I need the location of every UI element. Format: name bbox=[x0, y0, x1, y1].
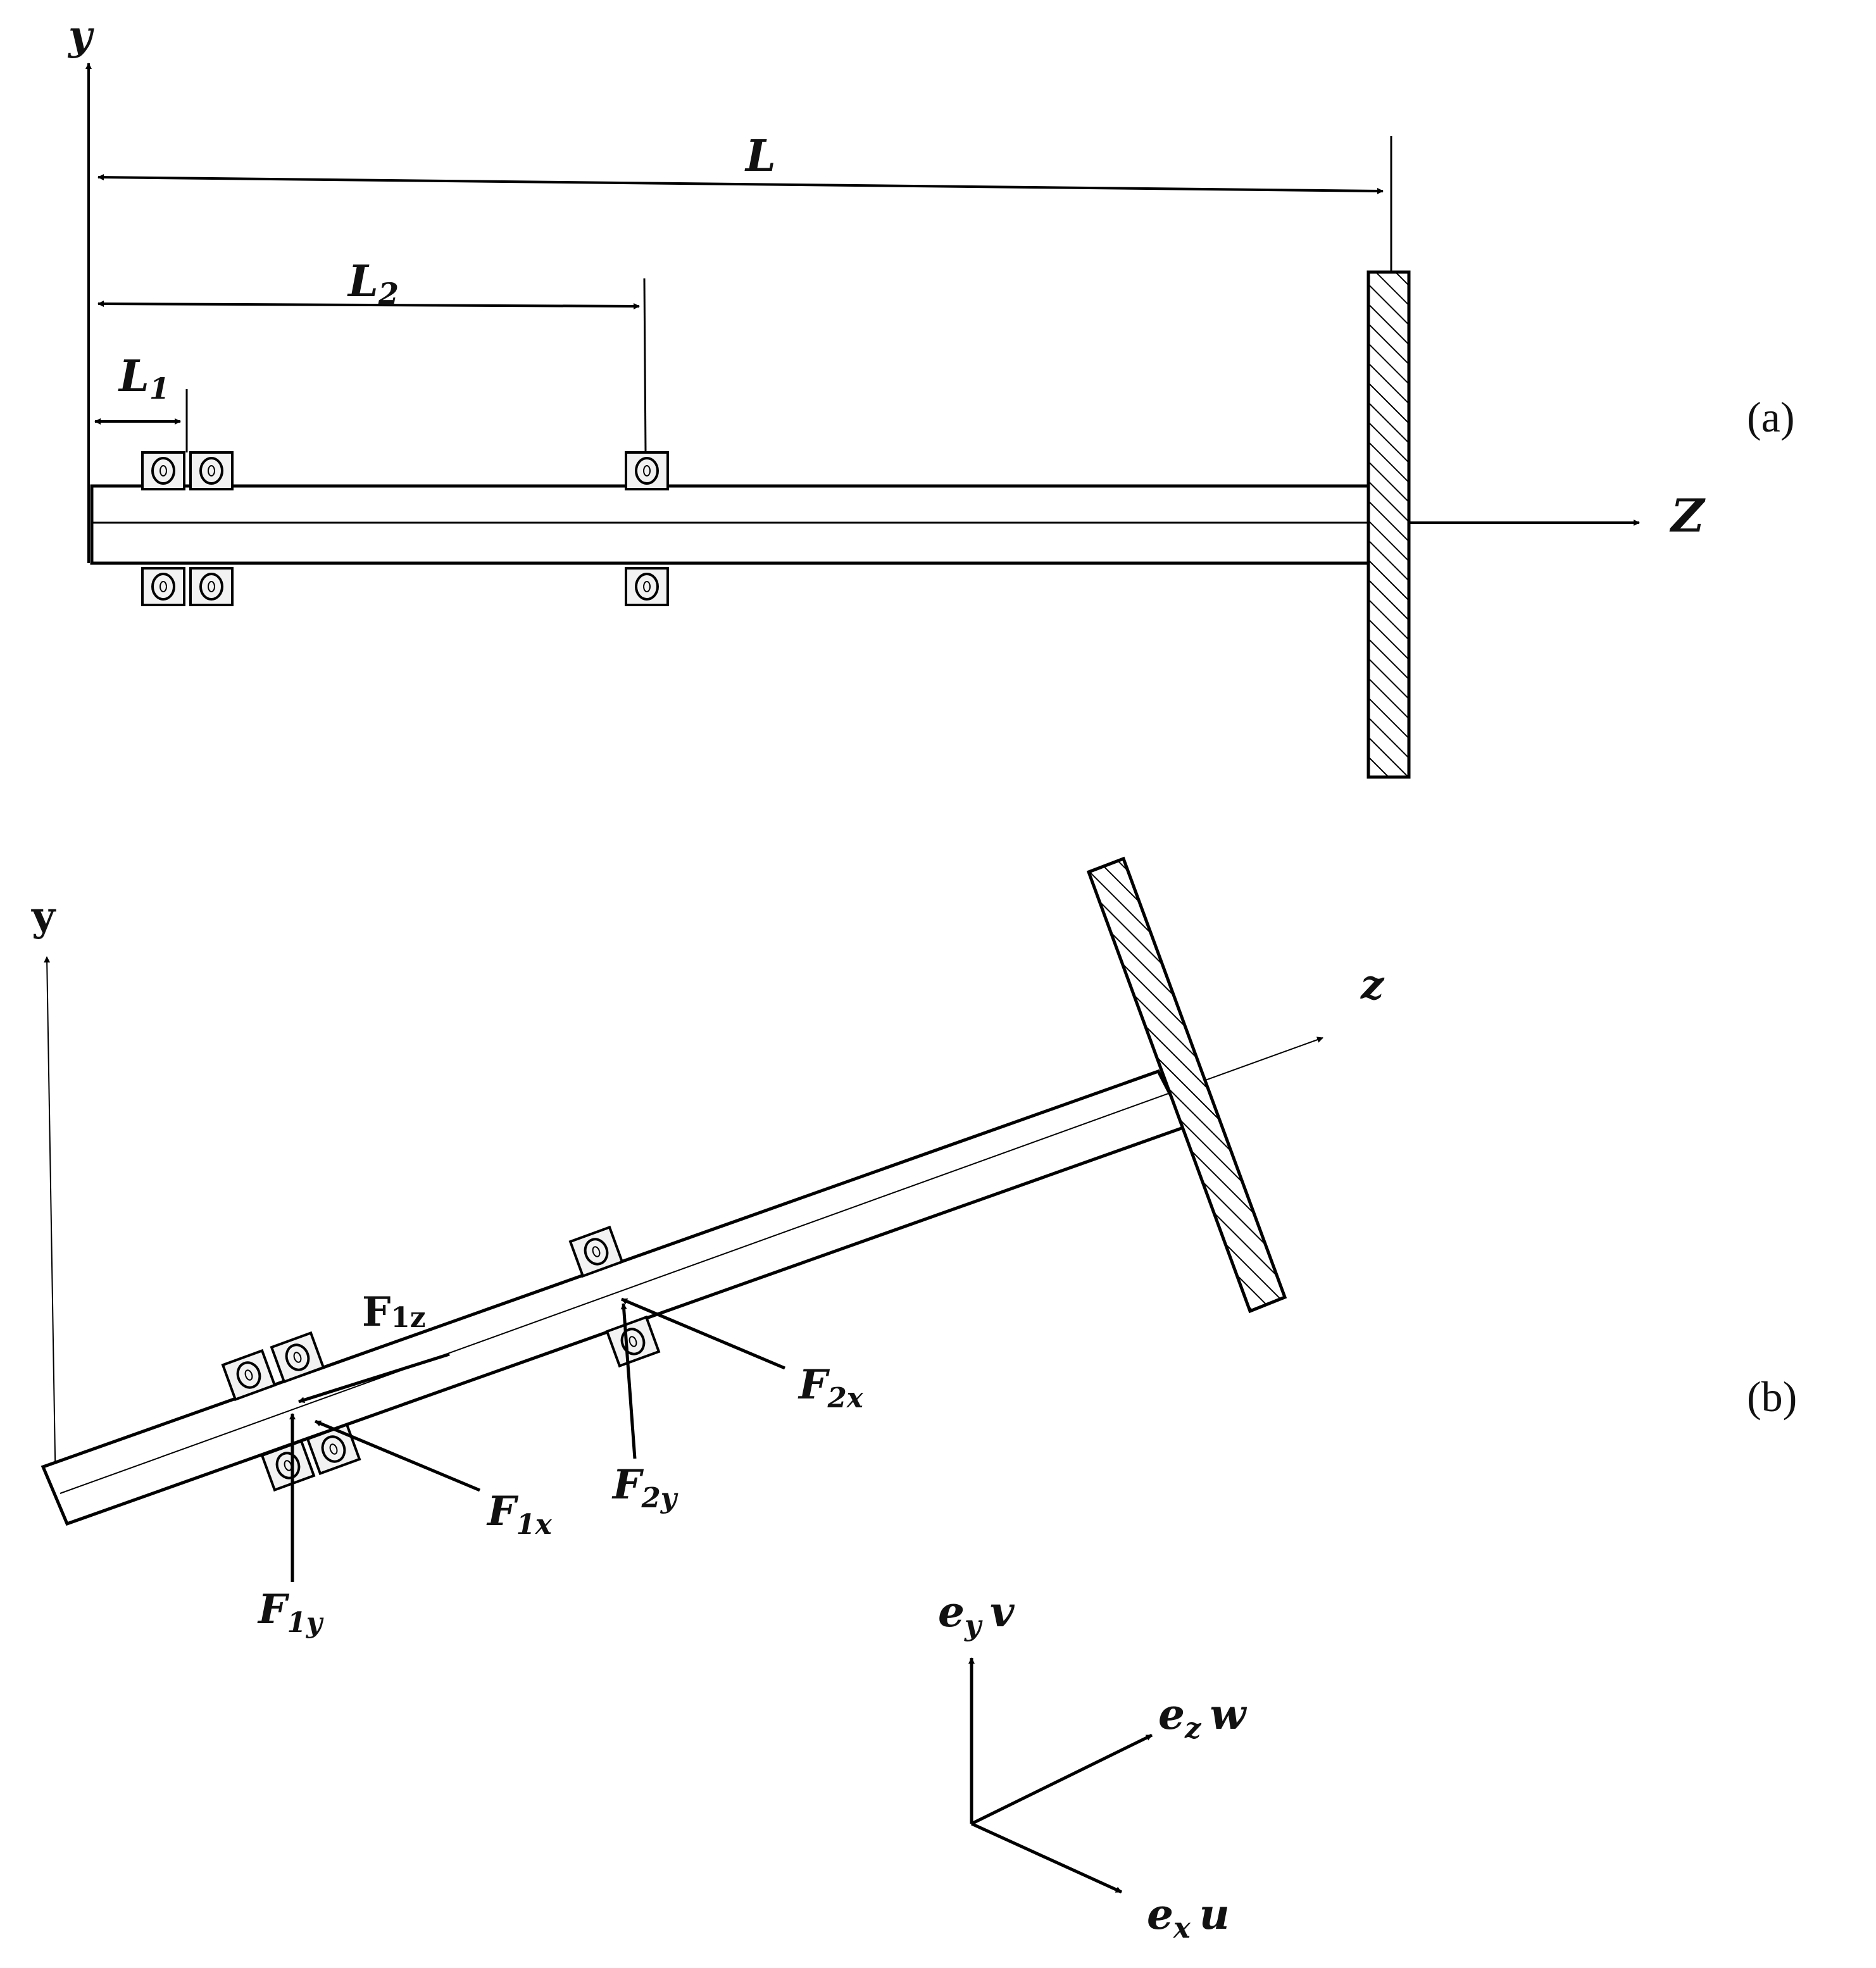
frame-arrow-ez bbox=[970, 1733, 1153, 1826]
bearing-1a-bottom-right bbox=[189, 567, 234, 606]
dim-label-L1-sub: 1 bbox=[149, 371, 170, 406]
force-label-2y: F2y bbox=[611, 1461, 678, 1514]
bearing-1b-top-right bbox=[270, 1331, 325, 1384]
force-label-1x: F1x bbox=[486, 1488, 553, 1541]
frame-label-ex-e: e bbox=[1147, 1890, 1173, 1939]
force-arrow-2y bbox=[620, 1303, 637, 1459]
bearing-1a-top-left bbox=[141, 451, 185, 490]
force-label-1x-sub: 1x bbox=[516, 1509, 552, 1541]
bearing-2a-top bbox=[625, 451, 669, 490]
dim-label-L2: L2 bbox=[347, 256, 399, 311]
panel-label-a: (a) bbox=[1747, 393, 1794, 441]
frame-arrow-ex bbox=[970, 1822, 1123, 1894]
frame-label-ez-sub: z bbox=[1184, 1711, 1202, 1745]
dim-label-L1-main: L bbox=[118, 351, 149, 402]
panel-a: y Z L L2 L1 (a) bbox=[67, 12, 1794, 779]
force-label-2y-sub: 2y bbox=[641, 1482, 678, 1514]
force-label-2x: F2x bbox=[797, 1361, 864, 1414]
force-label-2x-sub: 2x bbox=[827, 1382, 863, 1414]
force-label-1z-main: F bbox=[362, 1288, 391, 1336]
z-axis-label-b: z bbox=[1360, 961, 1385, 1009]
ext-line-L2 bbox=[643, 278, 647, 453]
y-axis-b bbox=[44, 956, 56, 1494]
shaft-b bbox=[41, 1069, 1189, 1526]
frame-label-ez-e: e bbox=[1158, 1690, 1185, 1739]
force-arrow-1z bbox=[298, 1352, 450, 1404]
bearing-2b-bottom bbox=[605, 1315, 661, 1368]
force-label-1y-sub: 1y bbox=[287, 1607, 323, 1639]
force-label-1x-main: F bbox=[486, 1488, 519, 1535]
force-label-1y-main: F bbox=[257, 1586, 290, 1633]
y-axis-label-a: y bbox=[67, 12, 94, 59]
dim-label-L2-main: L bbox=[347, 256, 378, 307]
force-label-1z-sub: 1z bbox=[391, 1302, 425, 1334]
force-label-1y: F1y bbox=[257, 1586, 324, 1639]
bearing-1b-bottom-left bbox=[260, 1439, 316, 1492]
force-arrow-2x bbox=[621, 1297, 785, 1370]
frame-label-ey-e: e bbox=[938, 1587, 965, 1636]
frame-label-ey-var: v bbox=[990, 1587, 1015, 1636]
dim-line-L2 bbox=[97, 301, 640, 309]
bearing-2b-top bbox=[568, 1225, 624, 1278]
bearing-1a-bottom-left bbox=[141, 567, 185, 606]
frame-label-ey-sub: y bbox=[964, 1609, 983, 1642]
frame-label-ex-sub: x bbox=[1173, 1911, 1191, 1945]
force-label-2x-main: F bbox=[797, 1361, 830, 1409]
force-label-2y-main: F bbox=[611, 1461, 644, 1509]
disk-a bbox=[1366, 270, 1411, 779]
frame-label-ez-var: w bbox=[1210, 1690, 1247, 1739]
shaft-a bbox=[90, 484, 1375, 565]
dim-line-L bbox=[97, 174, 1384, 194]
shaft-centerline-b bbox=[59, 1037, 1323, 1494]
bearing-1b-bottom-right bbox=[306, 1423, 361, 1476]
panel-label-b: (b) bbox=[1747, 1373, 1797, 1421]
y-axis-label-b: y bbox=[31, 893, 56, 940]
dim-label-L: L bbox=[744, 131, 776, 182]
disk-b bbox=[1086, 856, 1287, 1314]
frame-label-ex-var: u bbox=[1199, 1890, 1230, 1939]
force-label-1z: F1z bbox=[362, 1288, 425, 1336]
force-arrow-1x bbox=[315, 1419, 480, 1492]
panel-b: y z F1z F1x F1y F2x F2y (b) bbox=[31, 856, 1797, 1639]
dim-label-L2-sub: 2 bbox=[378, 277, 399, 311]
z-axis-label-a: Z bbox=[1669, 489, 1706, 542]
bearing-1b-top-left bbox=[221, 1348, 277, 1402]
bearing-1a-top-right bbox=[189, 451, 234, 490]
dim-label-L1: L1 bbox=[118, 351, 170, 406]
bearing-2a-bottom bbox=[625, 567, 669, 606]
